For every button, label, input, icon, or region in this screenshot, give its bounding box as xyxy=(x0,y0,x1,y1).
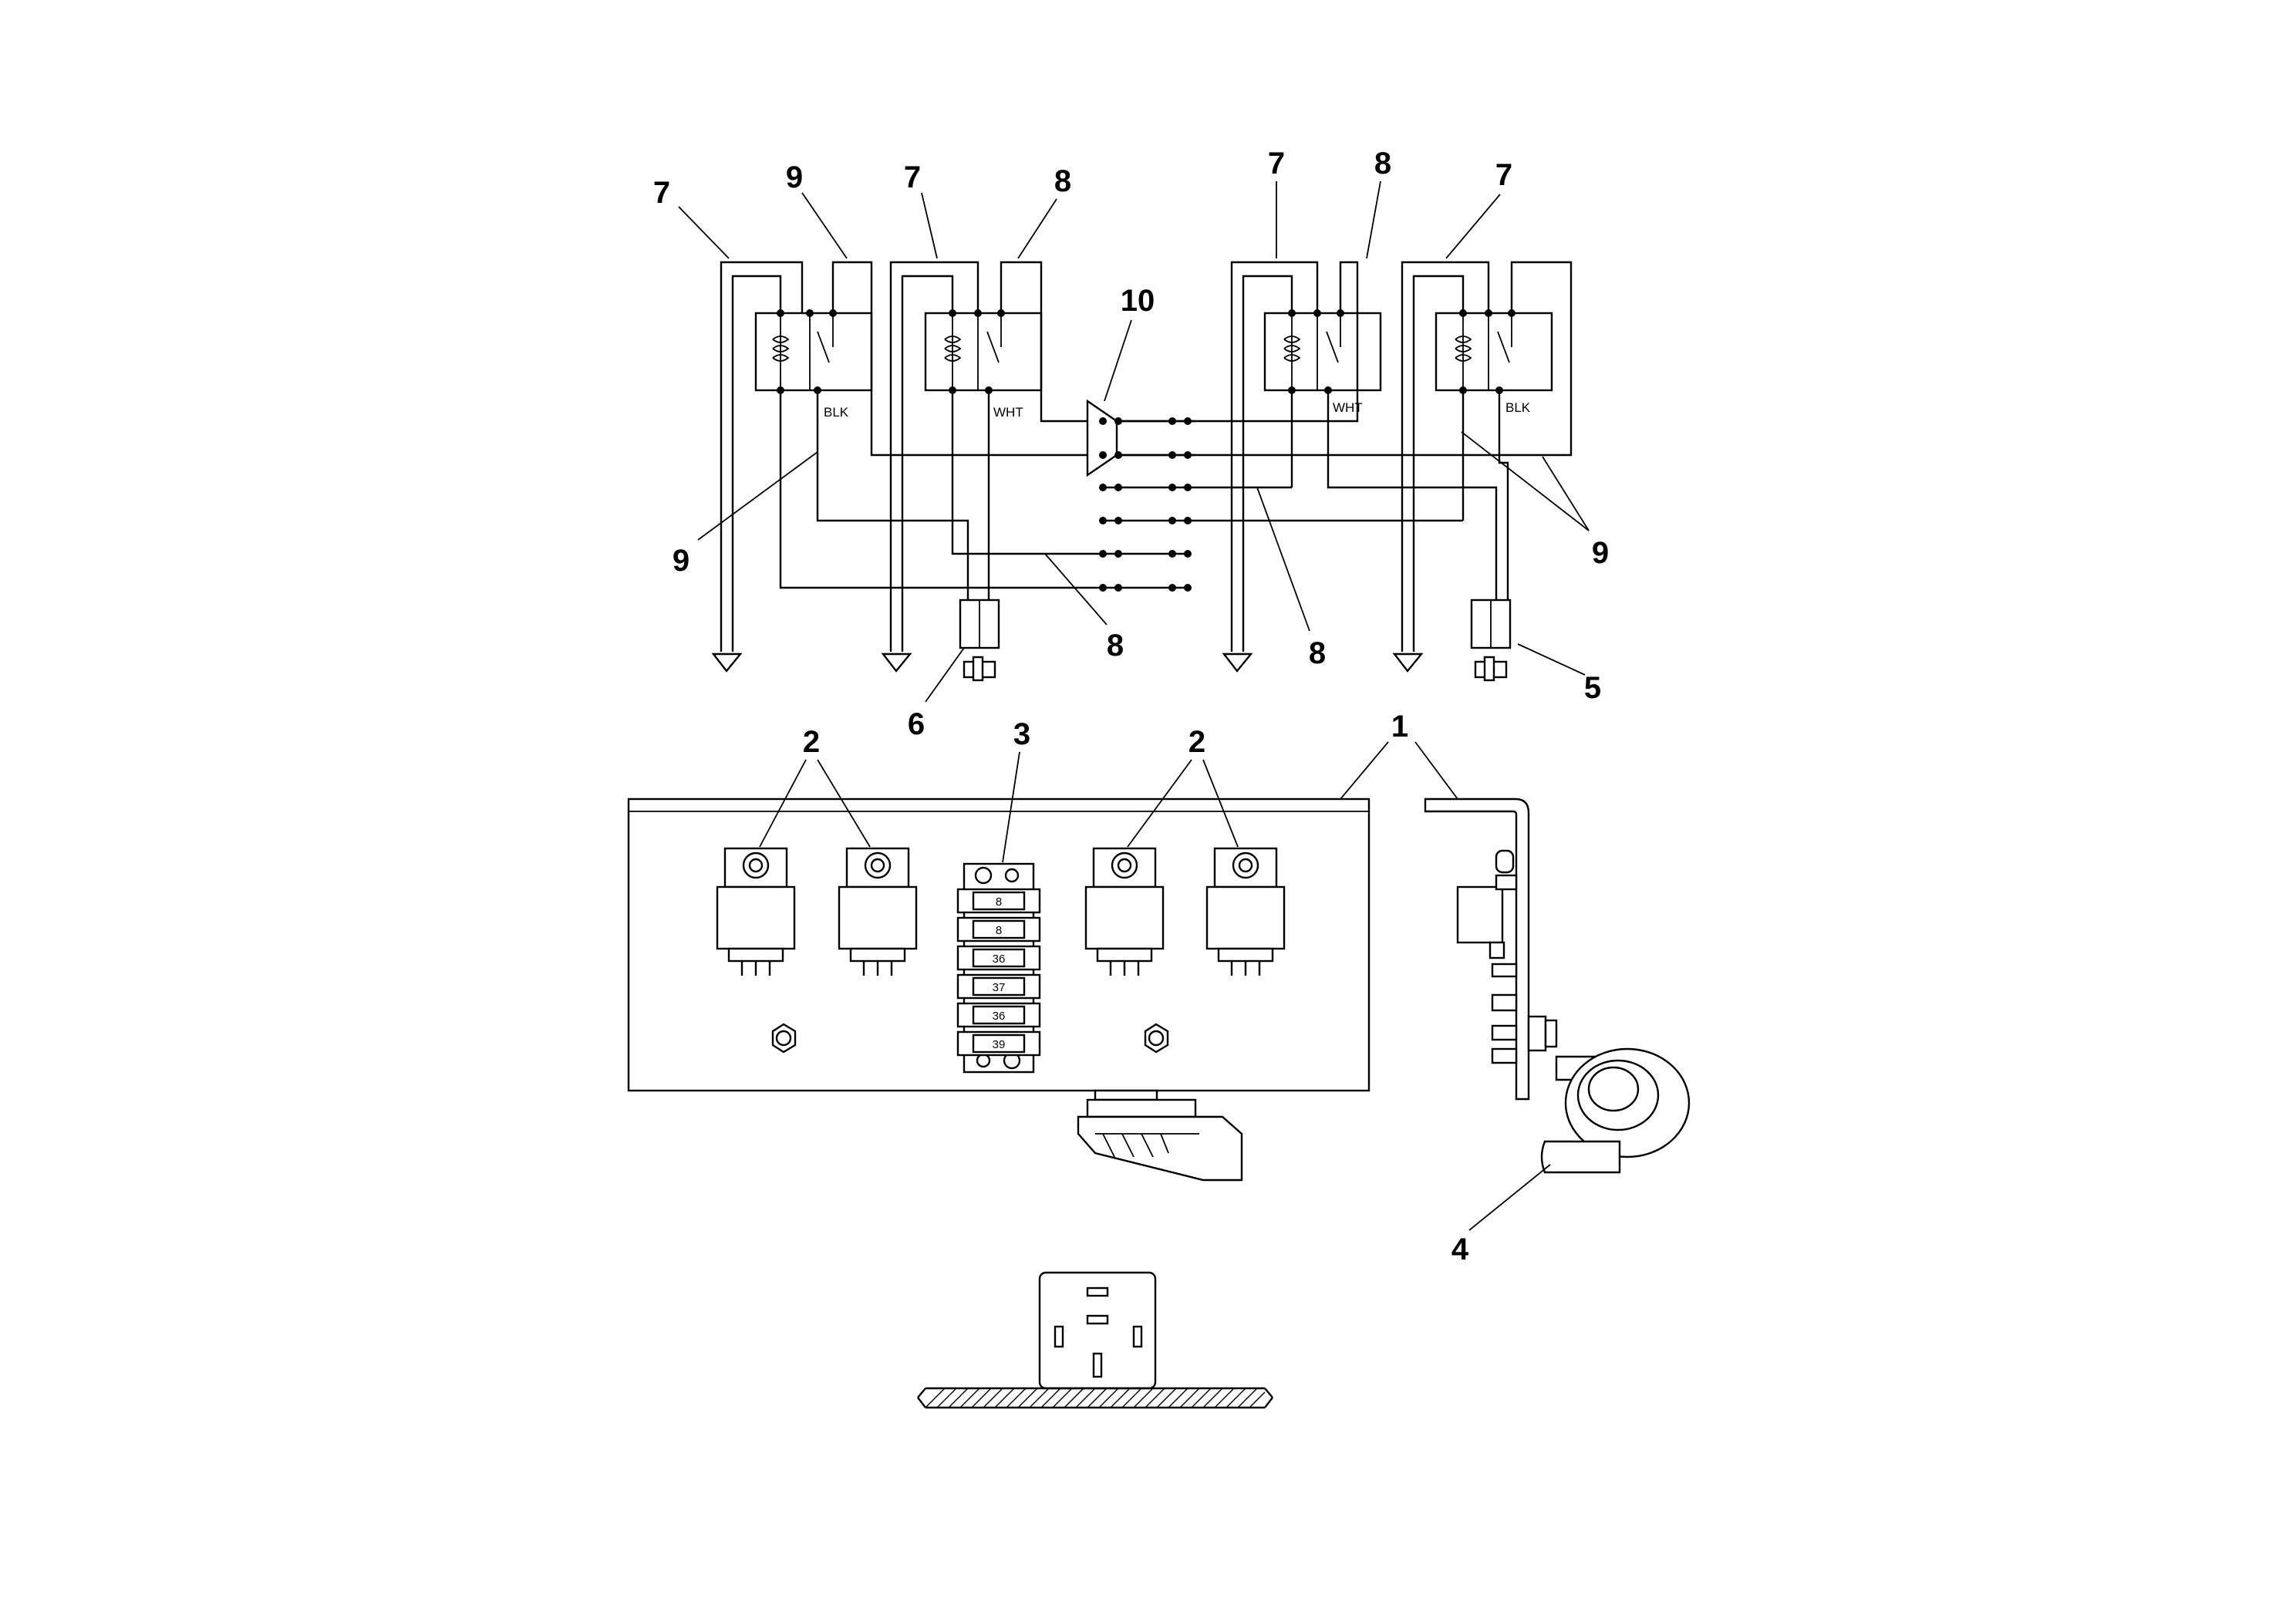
callout-8b: 8 xyxy=(1374,147,1391,180)
callout-5: 5 xyxy=(1584,671,1601,705)
lower-left-wires xyxy=(779,390,1509,602)
ground-wires xyxy=(711,261,1490,673)
relay-4-schematic xyxy=(1435,309,1553,394)
callout-8d: 8 xyxy=(1309,636,1326,670)
relay-module-3 xyxy=(1084,847,1165,976)
relay-socket-detail xyxy=(917,1271,1273,1409)
schematic: BLK WHT WHT BLK xyxy=(711,261,1573,682)
relay-module-2 xyxy=(838,847,918,976)
fuse-label-1: 8 xyxy=(996,895,1002,909)
bracket-side-view xyxy=(1424,798,1691,1174)
hatch-lines xyxy=(925,1388,1266,1408)
relay-feed-wires xyxy=(831,261,1573,457)
ground-symbol-4 xyxy=(1392,653,1424,673)
callout-9a: 9 xyxy=(786,160,803,194)
fuse-label-4: 37 xyxy=(993,981,1006,994)
horn-connector-5 xyxy=(1470,599,1512,682)
callout-1: 1 xyxy=(1391,710,1408,744)
ground-symbol-3 xyxy=(1222,653,1253,673)
callout-10: 10 xyxy=(1121,284,1155,318)
horn-front-view xyxy=(1077,1089,1243,1182)
fuse-slot-1: 8 xyxy=(956,888,1041,914)
wire-label-blk-1: BLK xyxy=(824,405,849,420)
callout-9b: 9 xyxy=(673,544,689,578)
callout-7c: 7 xyxy=(1268,147,1285,180)
connector-10 xyxy=(1086,390,1465,592)
assembly-callouts: 2 3 2 1 4 xyxy=(759,710,1551,1266)
fuse-block: 8 8 36 37 36 xyxy=(956,862,1041,1074)
horn-connector-6 xyxy=(959,599,1000,682)
schematic-callouts: 7 9 7 8 10 7 8 7 9 8 8 9 5 6 xyxy=(653,147,1609,741)
relay-1-schematic xyxy=(754,309,873,394)
fuse-slot-2: 8 xyxy=(956,916,1041,943)
callout-3: 3 xyxy=(1013,717,1030,751)
callout-9c: 9 xyxy=(1592,536,1609,570)
relay-panel-front: 8 8 36 37 36 xyxy=(627,798,1371,1182)
fuse-label-6: 39 xyxy=(993,1038,1006,1051)
callout-8c: 8 xyxy=(1107,629,1124,663)
ground-symbol-2 xyxy=(881,653,912,673)
wire-label-wht-2: WHT xyxy=(1333,400,1363,415)
fuse-slot-6: 39 xyxy=(956,1030,1041,1057)
relay-module-4 xyxy=(1205,847,1286,976)
callout-7a: 7 xyxy=(653,176,670,210)
callout-6: 6 xyxy=(908,707,925,741)
callout-8a: 8 xyxy=(1054,164,1071,198)
callout-2b: 2 xyxy=(1188,725,1205,759)
fuse-label-2: 8 xyxy=(996,924,1002,937)
callout-2a: 2 xyxy=(803,725,820,759)
callout-4: 4 xyxy=(1451,1233,1469,1266)
relay-3-schematic xyxy=(1263,309,1382,394)
mounting-nut-left xyxy=(771,1023,797,1054)
wire-label-blk-2: BLK xyxy=(1505,400,1531,415)
fuse-slot-4: 37 xyxy=(956,973,1041,1000)
fuse-slot-3: 36 xyxy=(956,945,1041,971)
ground-symbol-1 xyxy=(711,653,743,673)
fuse-label-3: 36 xyxy=(993,953,1006,966)
callout-7d: 7 xyxy=(1495,158,1512,192)
fuse-label-5: 36 xyxy=(993,1010,1006,1023)
relay-module-1 xyxy=(716,847,796,976)
mounting-nut-right xyxy=(1144,1023,1169,1054)
wire-label-wht-1: WHT xyxy=(993,405,1023,420)
relay-2-schematic xyxy=(924,309,1043,394)
fuse-slot-5: 36 xyxy=(956,1002,1041,1028)
callout-7b: 7 xyxy=(904,160,921,194)
